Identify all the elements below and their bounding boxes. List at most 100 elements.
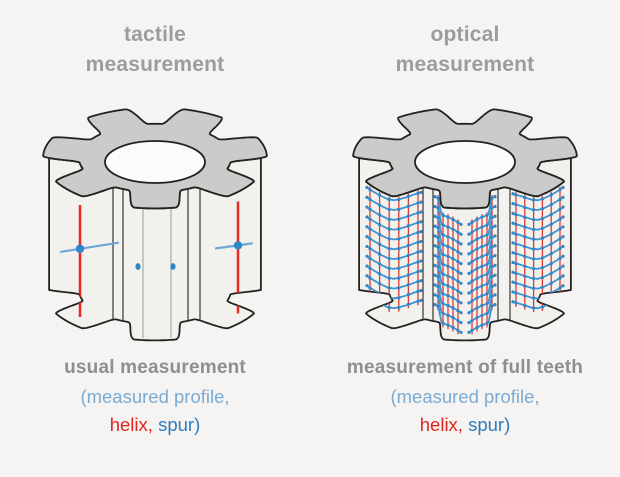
grid-profile-line (512, 284, 564, 300)
grid-measurement-point (368, 217, 372, 221)
grid-measurement-point (459, 271, 463, 276)
tactile-caption-profile-text: (measured profile, (80, 386, 230, 407)
grid-measurement-point (514, 222, 518, 227)
grid-measurement-point (511, 221, 515, 225)
grid-measurement-point (406, 283, 410, 287)
grid-measurement-point (436, 206, 440, 210)
grid-measurement-point (475, 237, 479, 241)
grid-measurement-point (433, 263, 437, 267)
gear-flank-markings (365, 185, 565, 335)
grid-profile-line (512, 265, 564, 280)
grid-measurement-point (397, 276, 401, 280)
grid-measurement-point (485, 252, 489, 257)
grid-measurement-point (456, 250, 460, 254)
grid-measurement-point (368, 296, 372, 300)
grid-measurement-point (558, 197, 562, 202)
grid-measurement-point (532, 306, 536, 310)
grid-measurement-point (540, 246, 544, 250)
grid-measurement-point (561, 284, 565, 288)
grid-measurement-point (441, 311, 445, 316)
grid-measurement-point (523, 245, 527, 249)
grid-measurement-point (441, 282, 445, 286)
grid-profile-line (366, 265, 422, 280)
grid-measurement-point (470, 269, 474, 274)
grid-measurement-point (540, 305, 544, 309)
grid-measurement-point (540, 226, 544, 231)
grid-measurement-point (558, 296, 562, 300)
grid-measurement-point (416, 279, 420, 284)
grid-measurement-point (387, 198, 391, 202)
grid-measurement-point (523, 294, 527, 298)
grid-measurement-point (561, 195, 565, 199)
grid-measurement-point (397, 306, 401, 310)
grid-measurement-point (480, 254, 484, 259)
grid-measurement-point (433, 283, 437, 287)
grid-measurement-point (416, 250, 420, 254)
tactile-gear-illustration (42, 108, 268, 342)
grid-measurement-point (387, 257, 391, 261)
tactile-caption-sub: (measured profile, helix, spur) (64, 383, 246, 439)
grid-measurement-point (490, 245, 494, 249)
grid-profile-line (366, 186, 422, 202)
grid-measurement-point (436, 284, 440, 289)
grid-measurement-point (406, 273, 410, 277)
grid-measurement-point (378, 223, 382, 227)
grid-measurement-point (470, 328, 474, 332)
grid-measurement-point (523, 196, 527, 200)
grid-measurement-point (480, 284, 484, 288)
grid-measurement-point (532, 237, 536, 241)
grid-measurement-point (511, 231, 515, 235)
grid-measurement-point (436, 274, 440, 279)
grid-measurement-point (532, 286, 536, 290)
grid-measurement-point (490, 216, 494, 220)
grid-measurement-point (475, 217, 479, 222)
grid-measurement-point (485, 213, 489, 217)
grid-measurement-point (456, 309, 460, 313)
grid-measurement-point (561, 254, 565, 258)
grid-measurement-point (558, 286, 562, 290)
grid-measurement-point (387, 207, 391, 212)
grid-measurement-point (480, 323, 484, 327)
grid-measurement-point (467, 252, 471, 256)
tactile-caption-heading: usual measurement (64, 357, 246, 378)
grid-profile-line (512, 235, 564, 251)
grid-measurement-point (406, 253, 410, 257)
grid-measurement-point (451, 276, 455, 280)
grid-measurement-point (397, 227, 401, 231)
grid-measurement-point (378, 262, 382, 266)
grid-measurement-point (467, 281, 471, 285)
grid-profile-line (512, 255, 564, 270)
grid-measurement-point (406, 204, 410, 208)
grid-measurement-point (558, 207, 562, 212)
grid-measurement-point (470, 260, 474, 264)
grid-measurement-point (470, 220, 474, 224)
grid-measurement-point (433, 253, 437, 258)
grid-measurement-point (378, 281, 382, 286)
grid-measurement-point (540, 207, 544, 211)
grid-measurement-point (561, 205, 565, 209)
probe-point (170, 263, 176, 270)
grid-measurement-point (558, 276, 562, 280)
grid-measurement-point (511, 251, 515, 255)
grid-measurement-point (475, 266, 479, 271)
grid-measurement-point (540, 256, 544, 260)
grid-measurement-point (406, 194, 410, 198)
grid-measurement-point (378, 301, 382, 305)
grid-measurement-point (485, 272, 489, 276)
grid-measurement-point (493, 234, 497, 238)
grid-measurement-point (480, 235, 484, 239)
grid-profile-line (366, 235, 422, 251)
grid-measurement-point (441, 272, 445, 276)
grid-measurement-point (451, 325, 455, 330)
grid-measurement-point (549, 262, 553, 266)
grid-profile-line (366, 245, 422, 261)
grid-profile-line (512, 245, 564, 261)
grid-measurement-point (406, 302, 410, 306)
grid-measurement-point (416, 211, 420, 215)
grid-measurement-point (368, 237, 372, 241)
grid-measurement-point (490, 255, 494, 259)
grid-measurement-point (441, 302, 445, 306)
grid-measurement-point (419, 230, 423, 234)
grid-measurement-point (436, 196, 440, 200)
